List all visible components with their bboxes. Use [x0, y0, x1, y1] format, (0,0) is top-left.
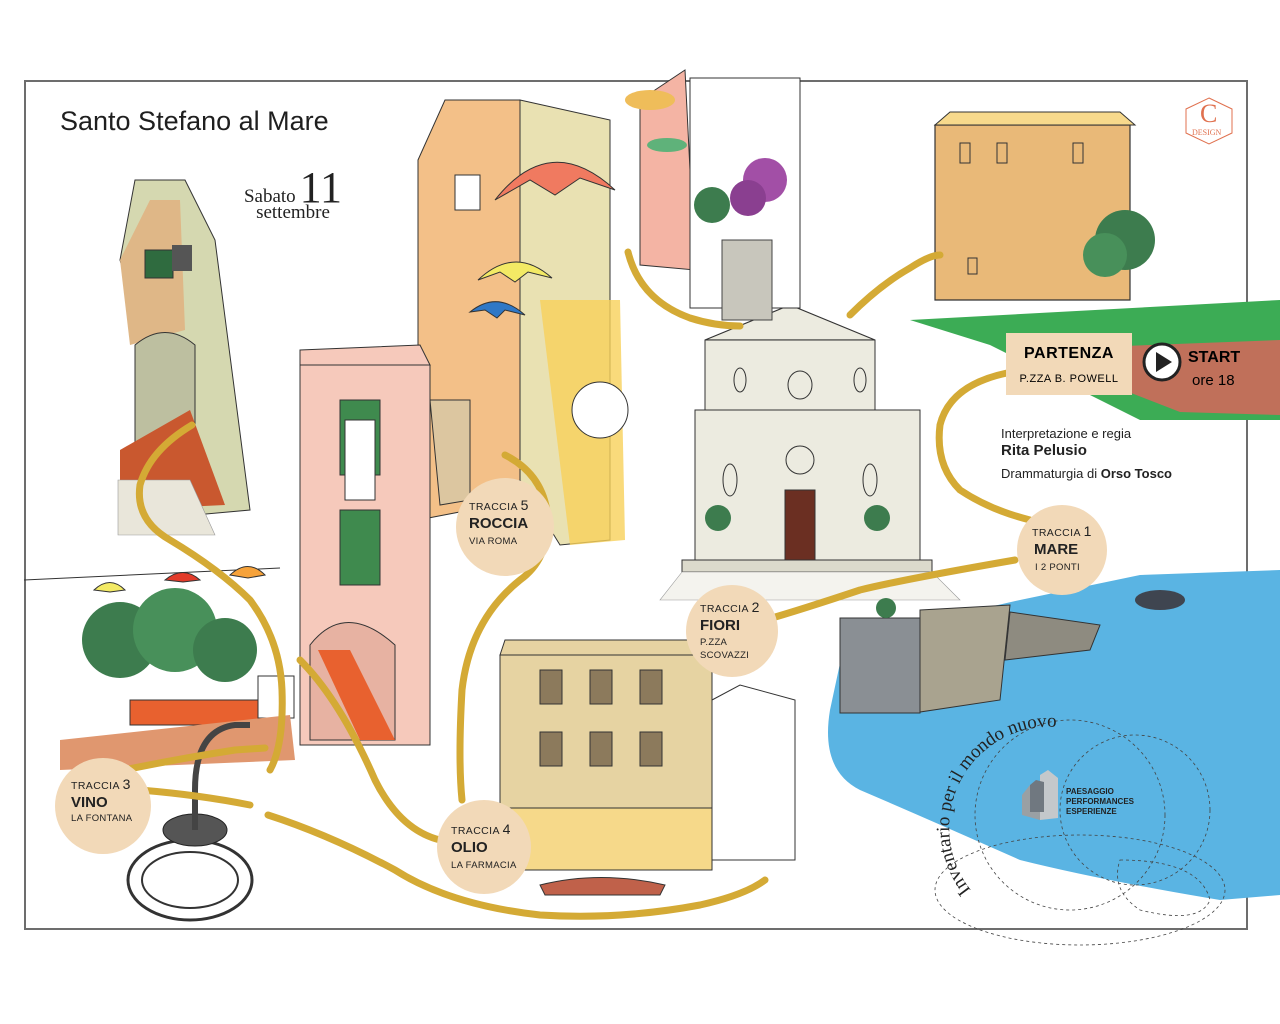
stop-3-place: LA FONTANA — [71, 813, 133, 824]
umbrella-alley-illustration — [417, 99, 629, 546]
stop-2-label: TRACCIA — [700, 603, 749, 615]
credits-director: Rita Pelusio — [1001, 442, 1087, 459]
stop-3-name: VINO — [71, 794, 108, 811]
stop-1-name: MARE — [1034, 541, 1079, 558]
org-line-1: PAESAGGIO — [1066, 787, 1114, 796]
credits-dramaturg: Orso Tosco — [1100, 466, 1172, 481]
pharmacy-building-illustration — [499, 639, 796, 896]
org-line-2: PERFORMANCES — [1066, 797, 1135, 806]
org-line-3: ESPERIENZE — [1066, 807, 1117, 816]
c-design-logo: C DESIGN — [1183, 97, 1235, 145]
start-play-icon — [1142, 342, 1182, 382]
date-day: 11 — [299, 163, 343, 212]
credits-role-2: Drammaturgia di — [1001, 466, 1098, 481]
credits-block: Interpretazione e regia Rita Pelusio Dra… — [1001, 425, 1172, 482]
start-point-box: PARTENZA P.ZZA B. POWELL — [1006, 333, 1132, 395]
date-month: settembre — [256, 202, 330, 223]
start-button[interactable]: START ore 18 — [1140, 345, 1250, 393]
project-badge-circles — [934, 719, 1226, 946]
start-place: P.ZZA B. POWELL — [1019, 373, 1119, 385]
stop-4-place: LA FARMACIA — [451, 860, 517, 871]
start-label: PARTENZA — [1024, 345, 1114, 362]
stop-traccia-5[interactable]: TRACCIA 5 ROCCIA VIA ROMA — [456, 478, 554, 576]
stop-3-label: TRACCIA — [71, 780, 120, 792]
stop-2-number: 2 — [751, 599, 760, 615]
stop-1-number: 1 — [1083, 523, 1092, 539]
logo-letter: C — [1200, 99, 1218, 128]
stop-2-name: FIORI — [700, 617, 740, 634]
stop-5-label: TRACCIA — [469, 501, 518, 513]
stop-1-place: I 2 PONTI — [1035, 562, 1080, 573]
credits-role-1: Interpretazione e regia — [1001, 426, 1132, 441]
building-logo-icon — [1022, 770, 1058, 820]
start-time: ore 18 — [1192, 372, 1235, 389]
stop-4-number: 4 — [502, 821, 511, 837]
stop-1-label: TRACCIA — [1032, 527, 1081, 539]
map-frame — [24, 80, 1248, 930]
fountain-square-illustration — [23, 566, 295, 922]
stop-traccia-1[interactable]: TRACCIA 1 MARE I 2 PONTI — [1017, 505, 1107, 595]
stop-3-number: 3 — [122, 776, 131, 792]
stop-5-place: VIA ROMA — [469, 536, 518, 547]
bougainvillea-house-illustration — [625, 69, 801, 321]
stop-2-place: P.ZZA — [700, 637, 728, 648]
event-date: Sabato11 settembre — [238, 166, 348, 224]
stop-4-label: TRACCIA — [451, 825, 500, 837]
stop-5-number: 5 — [520, 497, 529, 513]
date-weekday: Sabato — [243, 186, 296, 207]
stop-2-place-2: SCOVAZZI — [700, 650, 750, 661]
start-button-label: START — [1188, 349, 1241, 366]
stop-4-name: OLIO — [451, 839, 488, 856]
page-title: Santo Stefano al Mare — [60, 106, 329, 136]
stop-traccia-3[interactable]: TRACCIA 3 VINO LA FONTANA — [55, 758, 151, 854]
stop-traccia-4[interactable]: TRACCIA 4 OLIO LA FARMACIA — [437, 800, 531, 894]
church-illustration — [659, 304, 961, 601]
logo-text: DESIGN — [1192, 128, 1222, 137]
stop-5-name: ROCCIA — [469, 515, 529, 532]
sea-fort-illustration — [828, 570, 1280, 900]
lantern-building-illustration — [117, 179, 251, 536]
project-org-name: PAESAGGIO PERFORMANCES ESPERIENZE — [1066, 787, 1134, 817]
stop-traccia-2[interactable]: TRACCIA 2 FIORI P.ZZA SCOVAZZI — [686, 585, 778, 677]
